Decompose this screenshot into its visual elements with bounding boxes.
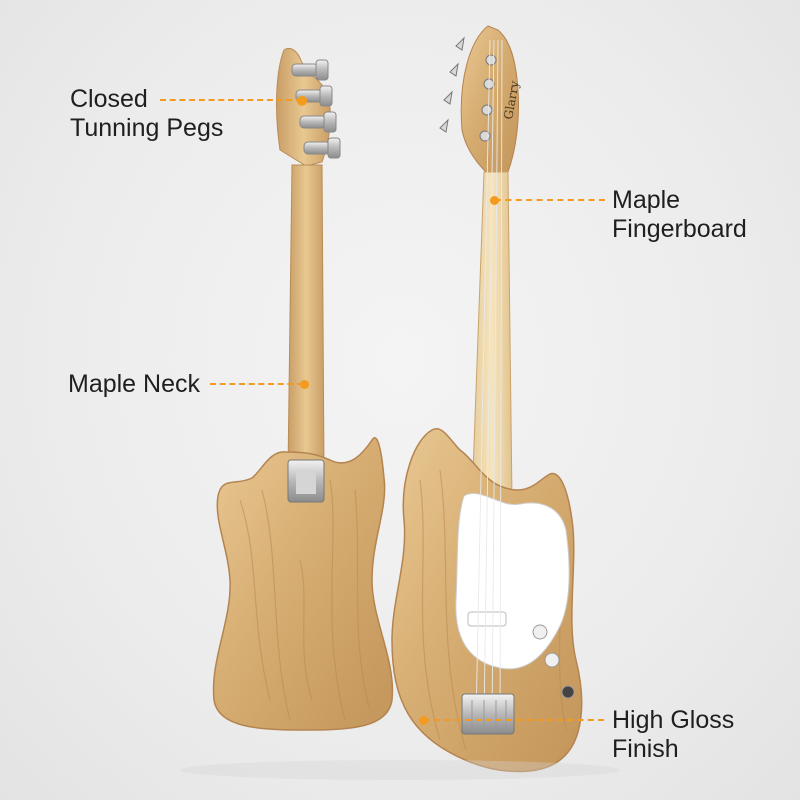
leader-high-gloss	[424, 719, 604, 721]
callout-high-gloss-line1: High Gloss	[612, 706, 735, 734]
front-guitar: Glarry	[391, 25, 583, 773]
callout-maple-neck-line1: Maple Neck	[68, 370, 200, 398]
callout-high-gloss-line2: Finish	[612, 735, 679, 763]
back-guitar	[212, 47, 394, 731]
leader-maple-neck	[210, 383, 303, 385]
callout-fingerboard-line1: Maple	[612, 186, 681, 214]
front-tuners	[439, 36, 497, 142]
pickup	[467, 611, 507, 627]
output-jack	[561, 685, 575, 699]
callout-tuning-pegs: Closed Tunning Pegs	[70, 85, 223, 143]
callout-maple-neck: Maple Neck	[68, 370, 200, 399]
fingerboard	[471, 171, 513, 501]
callout-tuning-pegs-line2: Tunning Pegs	[70, 114, 224, 142]
tone-knob	[544, 652, 560, 668]
leader-dot-high-gloss	[419, 716, 428, 725]
leader-fingerboard	[495, 199, 605, 201]
leader-dot-tuning-pegs	[298, 96, 307, 105]
back-tuners	[291, 59, 341, 159]
leader-dot-fingerboard	[490, 196, 499, 205]
callout-maple-fingerboard: Maple Fingerboard	[612, 186, 747, 244]
leader-tuning-pegs	[160, 99, 302, 101]
volume-knob	[532, 624, 548, 640]
back-neck	[287, 164, 325, 471]
callout-fingerboard-line2: Fingerboard	[612, 215, 747, 243]
bridge	[461, 693, 515, 735]
leader-dot-maple-neck	[300, 380, 309, 389]
callout-high-gloss: High Gloss Finish	[612, 706, 734, 764]
callout-tuning-pegs-line1: Closed	[70, 85, 148, 113]
headstock-logo: Glarry	[501, 80, 522, 121]
